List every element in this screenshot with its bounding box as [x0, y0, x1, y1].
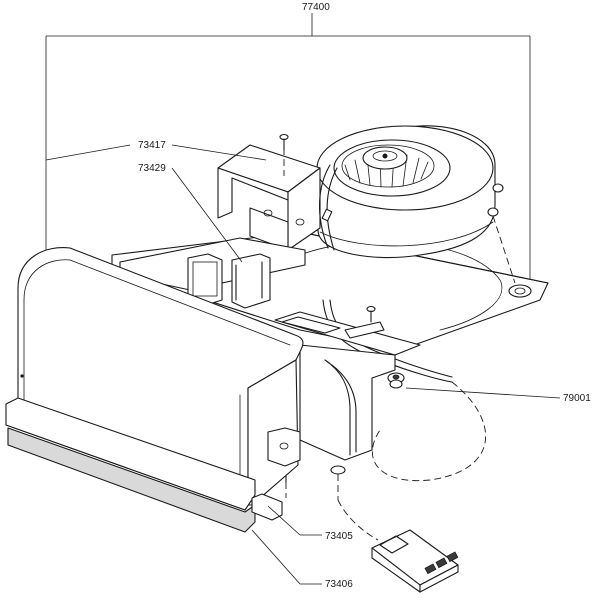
connector-plug: [371, 529, 459, 593]
duct-tray: [274, 311, 421, 500]
label-grommet: 79001: [563, 393, 591, 404]
frame-pan: [119, 237, 306, 309]
cable-drop: [337, 499, 379, 541]
label-clip: 73405: [325, 531, 353, 542]
screw-top: [279, 133, 289, 151]
leader-lines: [45, 144, 561, 585]
gasket: [5, 397, 256, 533]
motor-bracket: [217, 144, 321, 251]
blower-assembly: [316, 125, 516, 284]
cable-path: [371, 381, 486, 482]
assembly-bracket-lines: [45, 13, 531, 290]
clip: [251, 427, 301, 521]
fan-blades: [344, 153, 429, 188]
grommet: [387, 372, 405, 389]
screw-middle: [366, 305, 376, 323]
label-bracket: 73417: [138, 140, 166, 151]
label-gasket: 73406: [325, 579, 353, 590]
label-frame: 73429: [138, 163, 166, 174]
label-assembly: 77400: [302, 2, 330, 13]
